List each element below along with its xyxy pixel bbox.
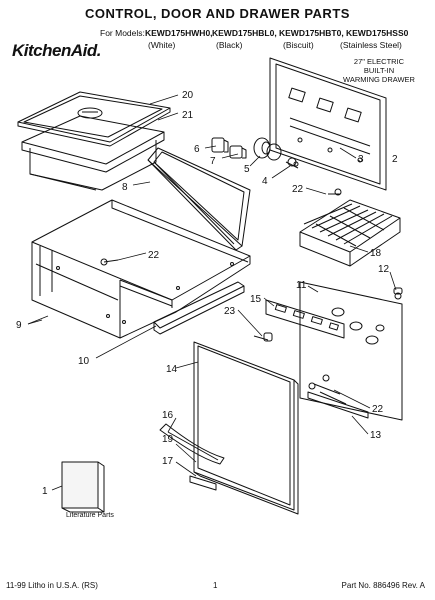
product-line: BUILT-IN: [363, 66, 395, 75]
drawer-body-part: [31, 199, 251, 339]
callout-10: 10: [78, 356, 90, 367]
literature-parts-label: Literature Parts: [66, 512, 114, 519]
callout-22: 22: [372, 404, 384, 415]
literature-booklet: [61, 461, 105, 513]
callout-4: 4: [262, 176, 268, 187]
product-line: 27" ELECTRIC: [353, 57, 405, 66]
footer-print-info: 11-99 Litho in U.S.A. (RS): [6, 581, 98, 590]
page-title: CONTROL, DOOR AND DRAWER PARTS: [85, 6, 350, 21]
bracket-part: [307, 391, 369, 419]
callout-2: 2: [392, 154, 398, 165]
callout-9: 9: [16, 320, 22, 331]
callout-19: 19: [162, 434, 174, 445]
screw-part: [253, 332, 273, 342]
callout-8: 8: [122, 182, 128, 193]
door-panel-part: [193, 341, 299, 515]
clip-part: [393, 287, 403, 295]
knob-parts: [211, 137, 342, 196]
callout-23: 23: [224, 306, 236, 317]
pan-part: [21, 115, 165, 191]
callout-22: 22: [292, 184, 304, 195]
callout-5: 5: [244, 164, 250, 175]
page-number: 1: [213, 581, 218, 590]
callout-15: 15: [250, 294, 262, 305]
model-colour: (Biscuit): [283, 40, 314, 50]
outer-door-panel-part: [299, 281, 403, 421]
fastener-part: [100, 193, 347, 405]
model-colour: (Black): [216, 40, 243, 50]
model-number: KEWD175HBL0,: [212, 28, 277, 38]
callout-7: 7: [210, 156, 216, 167]
model-number: KEWD175HBT0,: [279, 28, 344, 38]
handle-part: [159, 423, 225, 465]
part-number: Part No. 886496 Rev. A: [341, 581, 425, 590]
callout-11: 11: [296, 280, 307, 291]
vent-strip-part: [265, 299, 345, 339]
callout-1: 1: [42, 486, 48, 497]
pan-lid-part: [17, 91, 171, 147]
product-description: 27" ELECTRIC BUILT-IN WARMING DRAWER: [339, 57, 419, 84]
model-colour: (White): [148, 40, 176, 50]
callout-6: 6: [194, 144, 200, 155]
leader-lines: [27, 94, 397, 491]
callout-3: 3: [358, 154, 364, 165]
model-number: KEWD175HWH0,: [145, 28, 213, 38]
callout-22: 22: [148, 250, 160, 261]
callout-21: 21: [182, 110, 194, 121]
callout-18: 18: [370, 248, 382, 259]
product-line: WARMING DRAWER: [343, 75, 415, 84]
control-panel-part: [269, 57, 387, 191]
callout-14: 14: [166, 364, 178, 375]
callout-17: 17: [162, 456, 174, 467]
callout-16: 16: [162, 410, 174, 421]
model-colour: (Stainless Steel): [340, 40, 402, 50]
callout-13: 13: [370, 430, 382, 441]
model-number: KEWD175HSS0: [346, 28, 409, 38]
models-label: For Models:: [100, 28, 145, 38]
gasket-part: [147, 147, 251, 251]
callout-12: 12: [378, 264, 390, 275]
rack-part: [299, 199, 401, 267]
callout-20: 20: [182, 90, 194, 101]
brand-logo: KitchenAid.: [12, 41, 101, 60]
handle-endcap-part: [189, 475, 217, 491]
